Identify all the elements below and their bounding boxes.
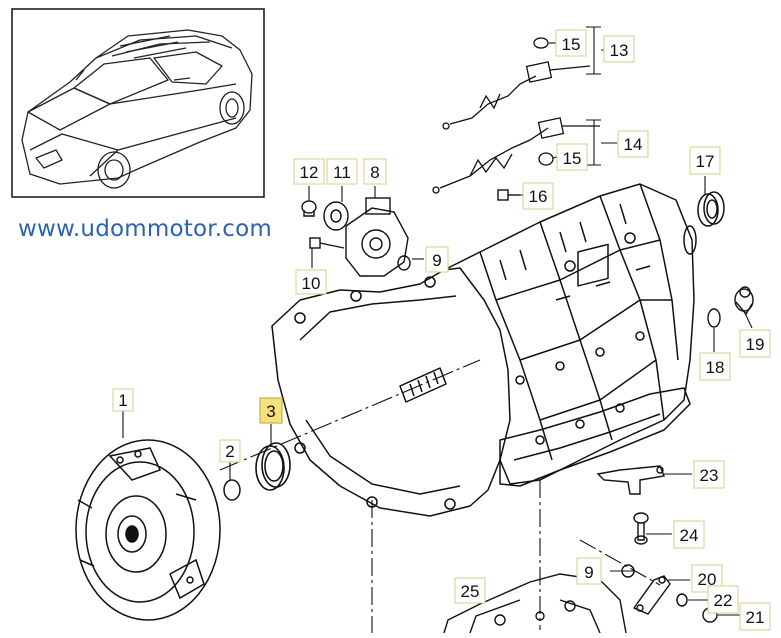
torque-converter (75, 439, 221, 621)
callout-25: 25 (461, 582, 480, 601)
callout-labels: 1 2 3 8 9 9 10 11 12 13 14 15 15 16 17 1… (118, 35, 764, 627)
transmission-housing (271, 183, 697, 517)
plug-19 (734, 286, 754, 316)
callout-3: 3 (266, 402, 275, 421)
vehicle-inset (11, 8, 265, 198)
callout-8: 8 (370, 163, 379, 182)
callout-9-lower: 9 (584, 563, 593, 582)
callout-23: 23 (700, 466, 719, 485)
nut-9-top (397, 255, 411, 271)
callout-boxes (112, 29, 771, 631)
callout-20: 20 (698, 570, 717, 589)
website-watermark: www.udommotor.com (18, 216, 273, 242)
callout-15-lower: 15 (563, 149, 582, 168)
bolt-12 (301, 200, 317, 217)
axis-lines (219, 359, 661, 633)
callout-18: 18 (706, 358, 725, 377)
callout-12: 12 (300, 163, 319, 182)
seal-3 (255, 442, 291, 491)
callout-13: 13 (610, 41, 629, 60)
callout-2: 2 (225, 442, 234, 461)
bracket-23 (596, 465, 665, 495)
callout-24: 24 (680, 526, 699, 545)
callout-1: 1 (118, 391, 127, 410)
callout-16: 16 (529, 187, 548, 206)
wiring-harness (432, 37, 600, 194)
callout-15-top: 15 (562, 35, 581, 54)
callout-10: 10 (302, 274, 321, 293)
link-20 (632, 575, 671, 615)
bolt-24 (633, 512, 649, 545)
washer-22 (676, 593, 688, 607)
callout-19: 19 (746, 335, 765, 354)
rear-seal-17 (697, 191, 725, 227)
selector-switch-8 (345, 197, 409, 277)
o-ring-2 (223, 479, 241, 501)
callout-14: 14 (624, 135, 643, 154)
callout-22: 22 (714, 591, 733, 610)
bracket-11 (323, 201, 349, 231)
washer-18 (707, 308, 721, 328)
bolt-16 (497, 189, 520, 201)
callout-11: 11 (333, 163, 351, 182)
bolt-10 (309, 237, 345, 249)
callout-9-top: 9 (432, 251, 441, 270)
valve-body-25 (443, 573, 627, 634)
callout-21: 21 (746, 608, 765, 627)
callout-17: 17 (696, 152, 715, 171)
